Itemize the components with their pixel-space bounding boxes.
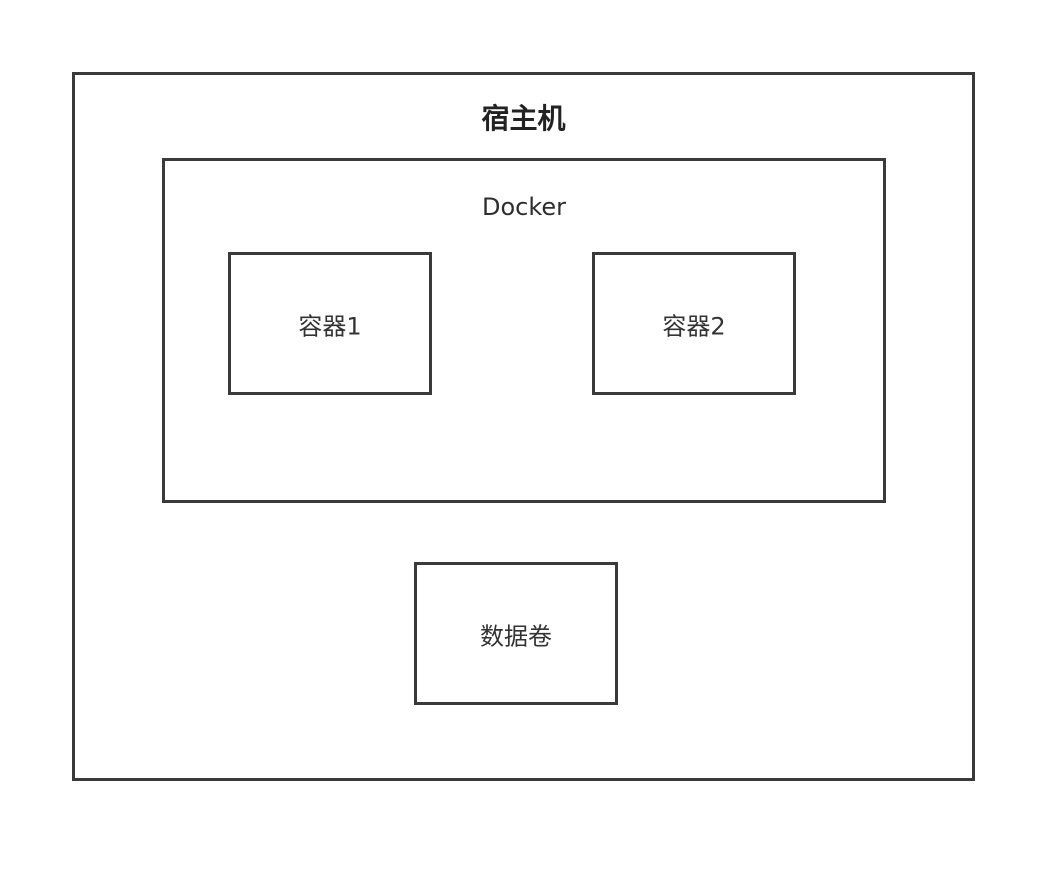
container-2-label: 容器2: [662, 312, 726, 340]
docker-title: Docker: [481, 193, 567, 221]
host-machine-title: 宿主机: [481, 102, 566, 135]
container-1-box: 容器1: [228, 252, 432, 395]
data-volume-label: 数据卷: [480, 622, 552, 650]
data-volume-box: 数据卷: [414, 562, 618, 705]
container-1-label: 容器1: [298, 312, 362, 340]
container-2-box: 容器2: [592, 252, 796, 395]
